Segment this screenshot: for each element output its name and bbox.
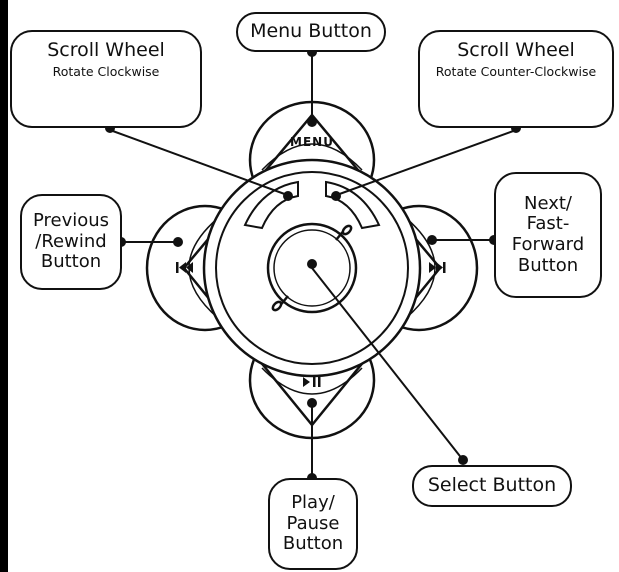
- menu-text: MENU: [290, 135, 334, 149]
- scroll-cw-title: Scroll Wheel: [12, 40, 200, 62]
- dot-select-label: [458, 455, 468, 465]
- pause-icon-bar-2: [318, 377, 321, 387]
- previous-line-3: Button: [41, 252, 101, 273]
- dot-select-center: [307, 259, 317, 269]
- menu-button-label: Menu Button: [250, 21, 372, 43]
- dot-scroll-ccw-wheel: [331, 191, 341, 201]
- next-line-2: Fast-: [527, 214, 570, 235]
- scroll-cw-callout: Scroll Wheel Rotate Clockwise: [10, 30, 202, 128]
- scroll-ccw-title: Scroll Wheel: [420, 40, 612, 62]
- play-pause-callout: Play/ Pause Button: [268, 478, 358, 570]
- next-callout: Next/ Fast- Forward Button: [494, 172, 602, 298]
- play-pause-line-3: Button: [283, 534, 343, 555]
- scroll-cw-subtitle: Rotate Clockwise: [12, 65, 200, 79]
- scroll-ccw-callout: Scroll Wheel Rotate Counter-Clockwise: [418, 30, 614, 128]
- scroll-ccw-subtitle: Rotate Counter-Clockwise: [420, 65, 612, 79]
- dot-previous-wheel: [173, 237, 183, 247]
- previous-line-1: Previous: [33, 211, 109, 232]
- next-line-1: Next/: [524, 194, 572, 215]
- menu-button-callout: Menu Button: [236, 12, 386, 52]
- dot-menu-bottom: [307, 117, 317, 127]
- select-button-label: Select Button: [428, 475, 556, 497]
- pause-icon-bar-1: [313, 377, 316, 387]
- play-pause-line-1: Play/: [291, 493, 335, 514]
- previous-line-2: /Rewind: [35, 232, 106, 253]
- previous-icon-bar: [176, 262, 179, 273]
- dot-next-wheel: [427, 235, 437, 245]
- next-line-4: Button: [518, 256, 578, 277]
- next-icon-bar: [443, 262, 446, 273]
- dot-play-wheel: [307, 398, 317, 408]
- previous-callout: Previous /Rewind Button: [20, 194, 122, 290]
- select-button-callout: Select Button: [412, 465, 572, 507]
- play-pause-line-2: Pause: [287, 514, 340, 535]
- dot-scroll-cw-wheel: [283, 191, 293, 201]
- next-line-3: Forward: [512, 235, 584, 256]
